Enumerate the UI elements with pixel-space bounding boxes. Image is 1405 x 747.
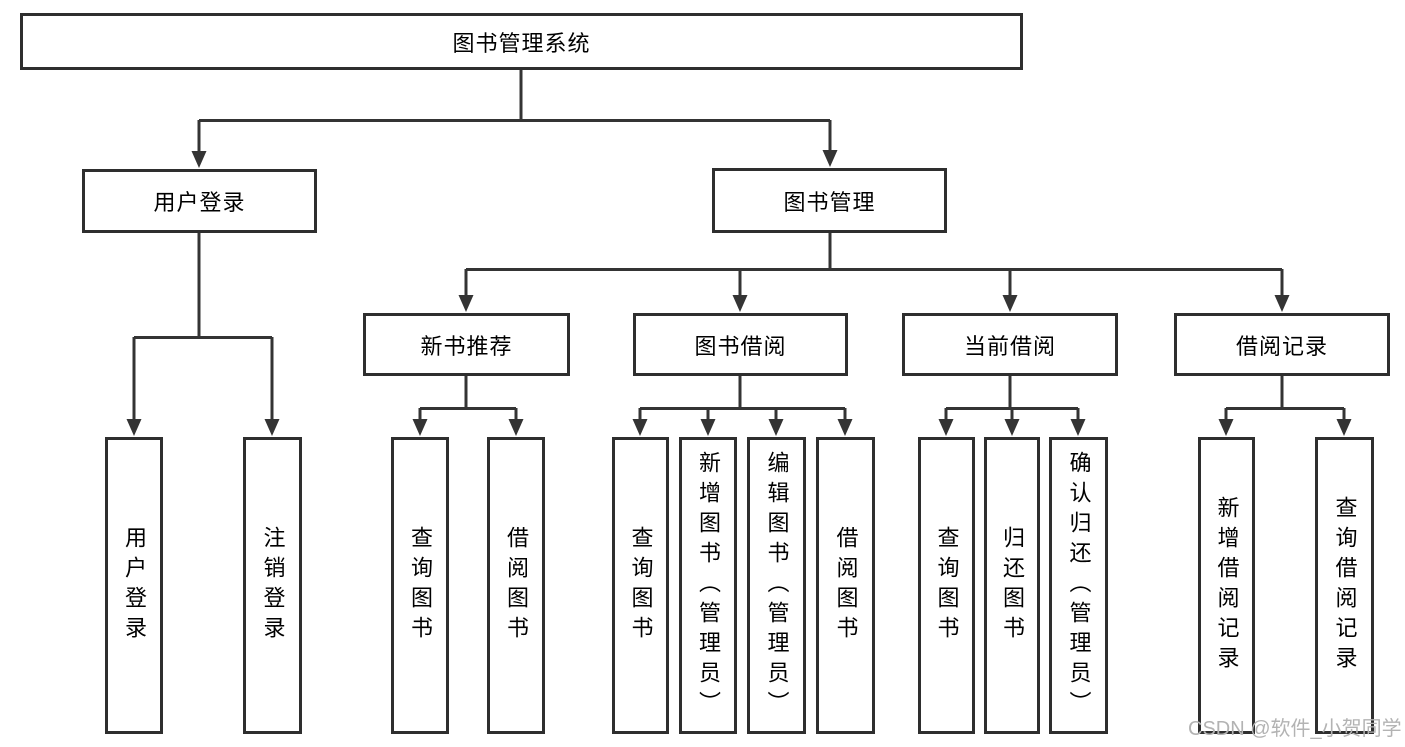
leaf-add-book-admin: 新增图书（管理员） [679, 437, 737, 734]
node-current-borrowing-label: 当前借阅 [963, 333, 1056, 359]
node-borrowing-records: 借阅记录 [1174, 313, 1390, 376]
leaf-return-book-label: 归还图书 [1000, 525, 1025, 646]
node-user-login: 用户登录 [82, 169, 317, 233]
node-current-borrowing: 当前借阅 [902, 313, 1118, 376]
leaf-query-books-2-label: 查询图书 [628, 525, 654, 646]
watermark: CSDN @软件_小贺同学 [1188, 718, 1402, 740]
leaf-borrow-books-2: 借阅图书 [816, 437, 875, 734]
leaf-logout: 注销登录 [243, 437, 302, 734]
leaf-confirm-return-admin: 确认归还（管理员） [1049, 437, 1108, 734]
leaf-add-book-admin-label: 新增图书（管理员） [696, 450, 721, 721]
leaf-return-book: 归还图书 [984, 437, 1040, 734]
node-book-borrowing-label: 图书借阅 [694, 333, 787, 359]
leaf-confirm-return-admin-label: 确认归还（管理员） [1066, 450, 1092, 721]
leaf-query-borrow-record: 查询借阅记录 [1315, 437, 1374, 734]
leaf-borrow-books-1: 借阅图书 [487, 437, 545, 734]
leaf-add-borrow-record: 新增借阅记录 [1198, 437, 1255, 734]
node-root-label: 图书管理系统 [452, 30, 591, 56]
leaf-borrow-books-1-label: 借阅图书 [504, 525, 529, 646]
node-book-management-label: 图书管理 [783, 189, 876, 215]
node-borrowing-records-label: 借阅记录 [1235, 333, 1328, 359]
leaf-query-books-1: 查询图书 [391, 437, 449, 734]
tree-edges [132, 70, 1346, 420]
leaf-query-books-3-label: 查询图书 [934, 525, 960, 646]
leaf-query-books-2: 查询图书 [612, 437, 669, 734]
leaf-user-login: 用户登录 [105, 437, 163, 734]
leaf-query-borrow-record-label: 查询借阅记录 [1332, 495, 1358, 676]
leaf-edit-book-admin: 编辑图书（管理员） [747, 437, 806, 734]
node-new-book-recommend: 新书推荐 [363, 313, 570, 376]
node-new-book-recommend-label: 新书推荐 [420, 333, 513, 359]
leaf-query-books-3: 查询图书 [918, 437, 975, 734]
leaf-borrow-books-2-label: 借阅图书 [833, 525, 859, 646]
node-user-login-label: 用户登录 [153, 190, 246, 215]
node-book-borrowing: 图书借阅 [633, 313, 848, 376]
leaf-user-login-label: 用户登录 [122, 525, 147, 646]
leaf-edit-book-admin-label: 编辑图书（管理员） [764, 450, 790, 721]
leaf-add-borrow-record-label: 新增借阅记录 [1214, 495, 1240, 676]
leaf-logout-label: 注销登录 [260, 525, 286, 646]
node-book-management: 图书管理 [712, 168, 947, 233]
leaf-query-books-1-label: 查询图书 [408, 525, 433, 646]
node-root: 图书管理系统 [20, 13, 1023, 70]
